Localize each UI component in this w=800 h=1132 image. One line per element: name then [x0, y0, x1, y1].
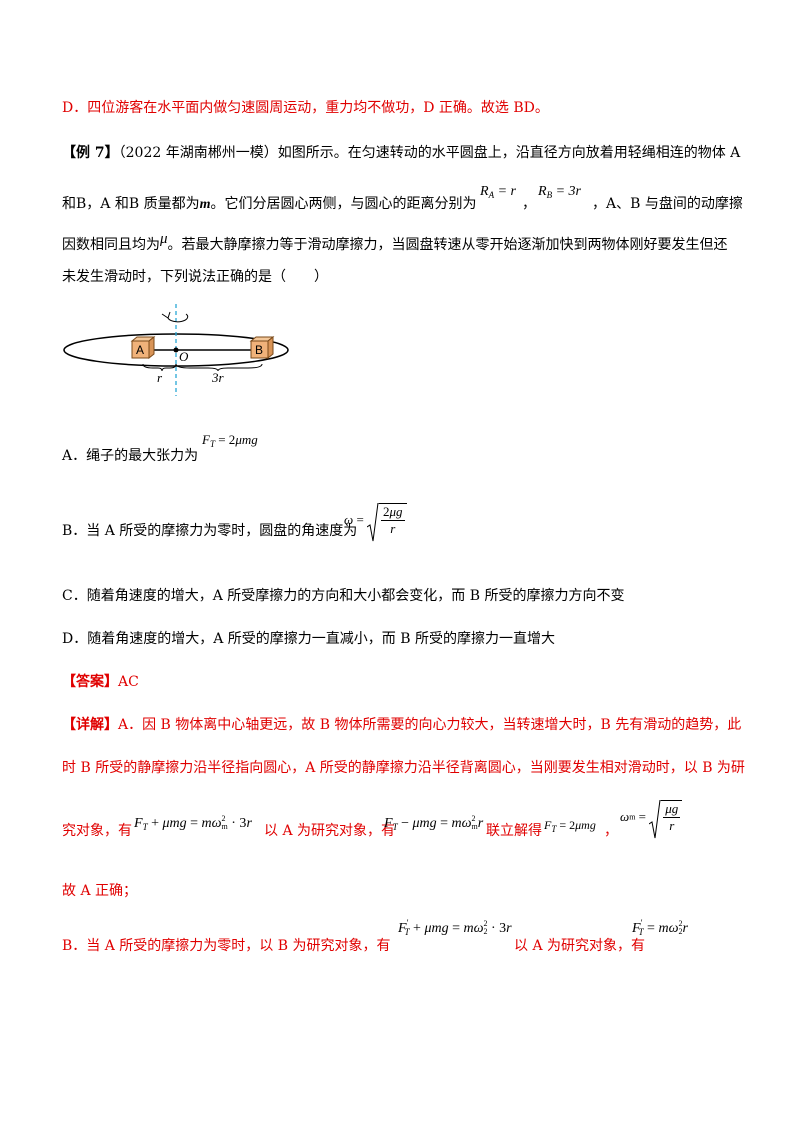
option-a: A．绳子的最大张力为 — [62, 445, 198, 465]
radius-a-formula: RA = r — [480, 183, 516, 200]
radius-b-formula: RB = 3r — [538, 183, 581, 200]
comma-sep: ， — [522, 196, 536, 212]
example-line-3: 因数相同且均为μ。若最大静摩擦力等于滑动摩擦力，当圆盘转速从零开始逐渐加快到两物… — [62, 231, 728, 254]
example-line-1: 【例 7】（2022 年湖南郴州一模）如图所示。在匀速转动的水平圆盘上，沿直径方… — [62, 142, 740, 162]
ra-symbol: R — [480, 184, 489, 199]
option-a-formula: FT = 2μmg — [202, 432, 258, 449]
option-b-text: B．当 A 所受的摩擦力为零时，圆盘的角速度为 — [62, 523, 358, 539]
formula-tension-result: FT = 2μmg — [544, 818, 596, 834]
brace-3r — [175, 363, 263, 372]
detail-line-3-text-a: 究对象，有 — [62, 823, 132, 839]
label-o: O — [179, 349, 189, 364]
rb-symbol: R — [538, 184, 547, 199]
rb-subscript: B — [546, 190, 553, 200]
option-b: B．当 A 所受的摩擦力为零时，圆盘的角速度为 — [62, 520, 357, 540]
ra-subscript: A — [488, 190, 495, 200]
block-b — [249, 335, 275, 360]
detail-line-5-text-a: B．当 A 所受的摩擦力为零时，以 B 为研究对象，有 — [62, 938, 391, 954]
label-3r: 3r — [211, 370, 225, 385]
ra-value: = r — [494, 184, 516, 199]
detail-text: A．因 B 物体离中心轴更远，故 B 物体所需要的向心力较大，当转速增大时，B … — [118, 717, 742, 733]
previous-option-d: D．四位游客在水平面内做匀速圆周运动，重力均不做功，D 正确。故选 BD。 — [62, 100, 549, 116]
label-a: A — [136, 343, 144, 357]
option-c: C．随着角速度的增大，A 所受摩擦力的方向和大小都会变化，而 B 所受的摩擦力方… — [62, 588, 625, 604]
example-line-4: 未发生滑动时，下列说法正确的是（ ） — [62, 269, 328, 285]
answer-tag: 【答案】 — [62, 674, 118, 690]
block-a — [130, 335, 156, 360]
answer-value: AC — [118, 674, 139, 690]
center-dot — [173, 347, 179, 353]
rotation-arrow-head — [161, 311, 171, 319]
option-a-text: A．绳子的最大张力为 — [62, 448, 199, 464]
answer-line: 【答案】AC — [62, 671, 139, 691]
detail-line-5-text-b: 以 A 为研究对象，有 — [514, 938, 646, 954]
example-text: 。若最大静摩擦力等于滑动摩擦力，当圆盘转速从零开始逐渐加快到两物体刚好要发生但还 — [167, 237, 728, 253]
detail-line-3-text-c: 联立解得 — [486, 823, 542, 839]
mass-symbol: m — [199, 197, 211, 212]
label-r: r — [157, 370, 163, 385]
detail-line-3-text-b: 以 A 为研究对象，有 — [264, 823, 396, 839]
detail-line-1: 【详解】A．因 B 物体离中心轴更远，故 B 物体所需要的向心力较大，当转速增大… — [62, 714, 741, 734]
example-text: 和B，A 和B 质量都为 — [62, 196, 200, 212]
rb-value: = 3r — [552, 184, 581, 199]
mu-symbol: μ — [160, 231, 168, 247]
detail-line-3-comma: ， — [604, 823, 618, 839]
rotation-arrow-icon — [167, 313, 189, 323]
example-tag: 【例 7】 — [62, 145, 119, 161]
option-d: D．随着角速度的增大，A 所受的摩擦力一直减小，而 B 所受的摩擦力一直增大 — [62, 631, 555, 647]
detail-tag: 【详解】 — [62, 717, 118, 733]
example-intro-text: （2022 年湖南郴州一模）如图所示。在匀速转动的水平圆盘上，沿直径方向放着用轻… — [118, 145, 741, 161]
example-line-2-end: ，A、B 与盘间的动摩擦 — [592, 196, 743, 212]
example-line-2: 和B，A 和B 质量都为m。它们分居圆心两侧，与圆心的距离分别为 — [62, 193, 476, 213]
rotating-disk-figure: A B O r 3r — [63, 304, 289, 396]
example-text: 因数相同且均为 — [62, 237, 160, 253]
detail-line-2: 时 B 所受的静摩擦力沿半径指向圆心，A 所受的静摩擦力沿半径背离圆心，当刚要发… — [62, 760, 745, 776]
example-text: 。它们分居圆心两侧，与圆心的距离分别为 — [210, 196, 477, 212]
brace-r — [142, 363, 177, 372]
detail-line-4: 故 A 正确； — [62, 883, 138, 899]
label-b: B — [255, 343, 263, 357]
